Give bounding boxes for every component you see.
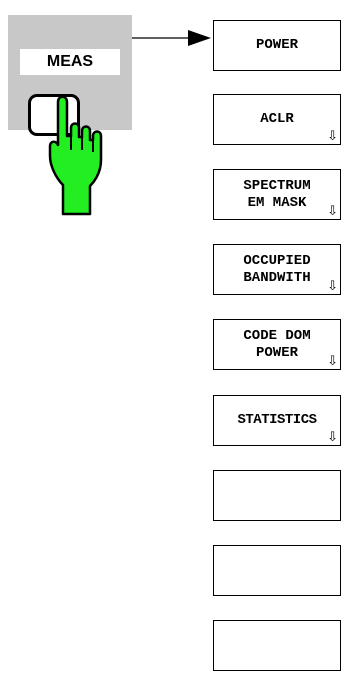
softkey-empty-8[interactable] bbox=[213, 545, 341, 596]
softkey-spectrum-em-mask[interactable]: SPECTRUM EM MASK ⇩ bbox=[213, 169, 341, 220]
submenu-arrow-icon: ⇩ bbox=[327, 280, 338, 294]
softkey-statistics[interactable]: STATISTICS ⇩ bbox=[213, 395, 341, 446]
submenu-arrow-icon: ⇩ bbox=[327, 431, 338, 445]
softkey-aclr[interactable]: ACLR ⇩ bbox=[213, 94, 341, 145]
submenu-arrow-icon: ⇩ bbox=[327, 355, 338, 369]
softkey-power[interactable]: POWER bbox=[213, 20, 341, 71]
softkey-label: ACLR bbox=[260, 111, 294, 128]
meas-hardkey[interactable] bbox=[28, 94, 80, 136]
meas-key-label: MEAS bbox=[20, 49, 120, 75]
softkey-code-dom-power[interactable]: CODE DOM POWER ⇩ bbox=[213, 319, 341, 370]
submenu-arrow-icon: ⇩ bbox=[327, 130, 338, 144]
softkey-empty-7[interactable] bbox=[213, 470, 341, 521]
softkey-label: CODE DOM POWER bbox=[243, 328, 310, 362]
softkey-empty-9[interactable] bbox=[213, 620, 341, 671]
softkey-label: OCCUPIED BANDWITH bbox=[243, 253, 310, 287]
softkey-label: STATISTICS bbox=[237, 412, 316, 429]
submenu-arrow-icon: ⇩ bbox=[327, 205, 338, 219]
meas-key-panel: MEAS bbox=[8, 15, 132, 130]
softkey-occupied-bandwidth[interactable]: OCCUPIED BANDWITH ⇩ bbox=[213, 244, 341, 295]
softkey-label: POWER bbox=[256, 37, 298, 54]
softkey-label: SPECTRUM EM MASK bbox=[243, 178, 310, 212]
